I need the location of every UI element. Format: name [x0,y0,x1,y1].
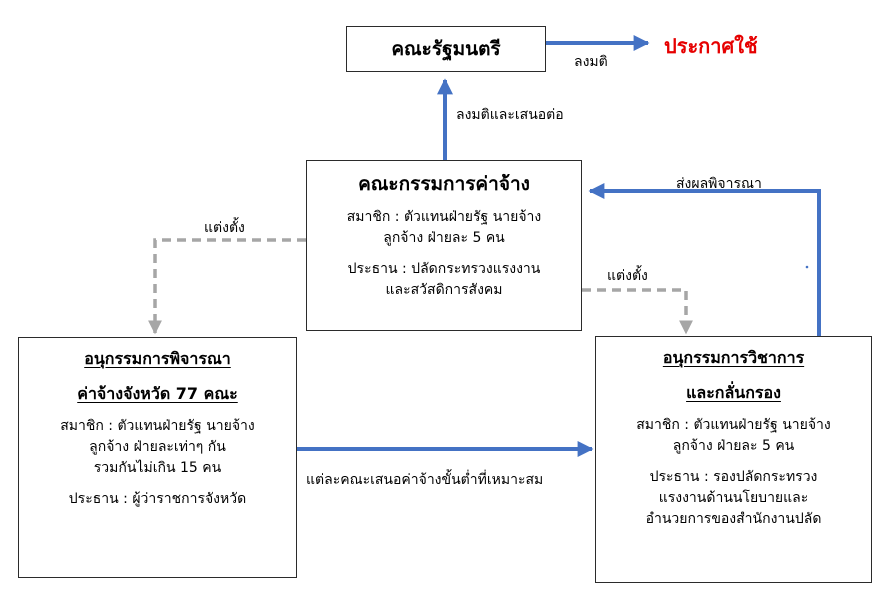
appoint-left-label: แต่งตั้ง [204,220,245,236]
resolve-propose-label: ลงมติและเสนอต่อ [456,107,564,123]
wage-committee-chair-1: ประธาน : ปลัดกระทรวงแรงงาน [347,261,541,277]
technical-chair-1: ประธาน : รองปลัดกระทรวง [649,469,818,485]
wage-committee-members-1: สมาชิก : ตัวแทนฝ่ายรัฐ นายจ้าง [346,209,542,225]
wage-committee-members-2: ลูกจ้าง ฝ่ายละ 5 คน [383,230,505,246]
cabinet-box: คณะรัฐมนตรี [346,26,546,72]
stray-dot [805,265,809,269]
technical-chair-2: แรงงานด้านนโยบายและ [658,490,809,506]
send-results-label: ส่งผลพิจารณา [676,176,762,192]
technical-members-2: ลูกจ้าง ฝ่ายละ 5 คน [672,438,795,454]
promulgate-label: ประกาศใช้ [664,34,758,58]
provincial-members-1: สมาชิก : ตัวแทนฝ่ายรัฐ นายจ้าง [60,418,255,434]
technical-chair-3: อำนวยการของสำนักงานปลัด [645,511,822,527]
provincial-members-3: รวมกันไม่เกิน 15 คน [93,460,222,476]
dashed-appoint-technical [582,288,693,335]
wage-committee-title: คณะกรรมการค่าจ้าง [358,173,530,195]
provincial-title-1: อนุกรรมการพิจารณา [84,349,231,368]
provincial-title-2: ค่าจ้างจังหวัด 77 คณะ [77,384,238,403]
resolve-label: ลงมติ [574,54,608,70]
wage-committee-box: คณะกรรมการค่าจ้าง สมาชิก : ตัวแทนฝ่ายรัฐ… [306,160,582,331]
cabinet-title: คณะรัฐมนตรี [391,38,501,60]
provincial-chair: ประธาน : ผู้ว่าราชการจังหวัด [68,491,247,507]
technical-subcommittee-box: อนุกรรมการวิชาการ และกลั่นกรอง สมาชิก : … [595,336,872,583]
technical-title-1: อนุกรรมการวิชาการ [662,348,805,367]
provincial-subcommittee-box: อนุกรรมการพิจารณา ค่าจ้างจังหวัด 77 คณะ … [18,337,297,578]
provincial-members-2: ลูกจ้าง ฝ่ายละเท่าๆ กัน [89,439,226,455]
provinces-propose-label: แต่ละคณะเสนอค่าจ้างขั้นต่ำที่เหมาะสม [306,472,544,488]
dashed-appoint-provincial [148,238,306,335]
technical-members-1: สมาชิก : ตัวแทนฝ่ายรัฐ นายจ้าง [636,417,831,433]
arrow-technical-to-committee [588,183,821,336]
appoint-right-label: แต่งตั้ง [607,268,648,284]
wage-committee-chair-2: และสวัสดิการสังคม [385,282,503,298]
technical-title-2: และกลั่นกรอง [686,383,781,402]
